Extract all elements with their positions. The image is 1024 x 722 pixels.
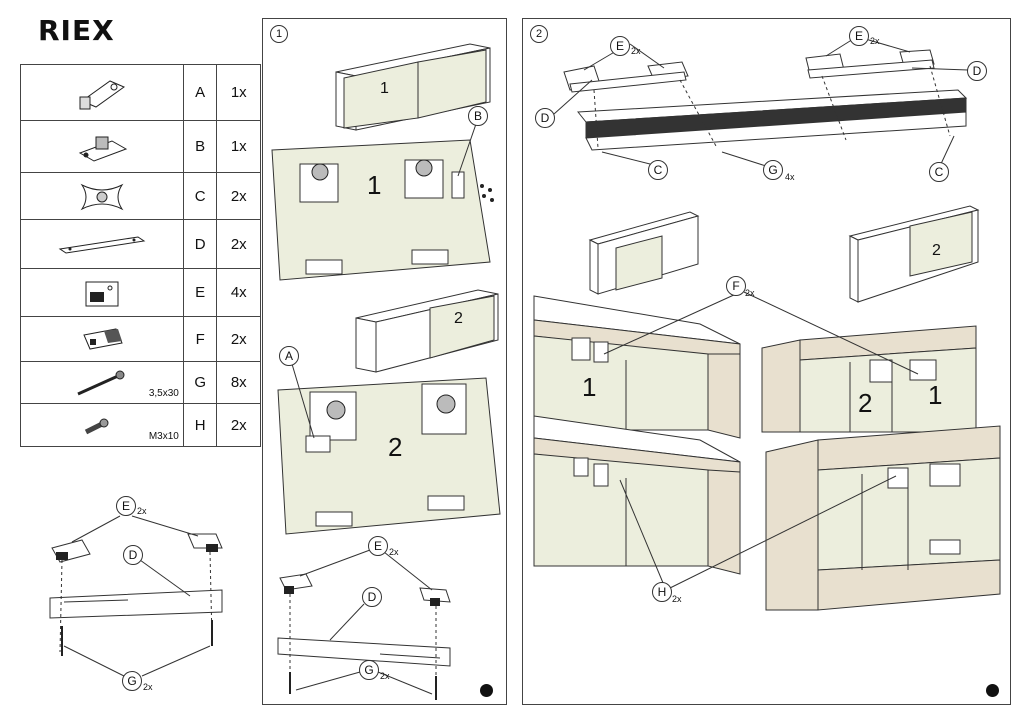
bracket-b-icon <box>20 120 184 173</box>
step2-panel <box>522 18 1011 705</box>
part-qty: 2x <box>216 403 261 447</box>
callout-d: D <box>967 61 987 81</box>
table-row: 3,5x30 G 8x <box>20 361 261 404</box>
table-row: B 1x <box>20 120 261 173</box>
cabinet-2-label: 2 <box>454 310 463 327</box>
step2-number: 2 <box>530 25 548 43</box>
door-1-label: 1 <box>928 380 943 410</box>
callout-e-qty: 2x <box>389 547 399 557</box>
door-1-drawing <box>271 139 494 281</box>
table-row: F 2x <box>20 316 261 362</box>
cabinet-2-label: 2 <box>932 242 941 259</box>
callout-g-qty: 2x <box>380 671 390 681</box>
callout-e: E <box>849 26 869 46</box>
callout-a: A <box>279 346 299 366</box>
screw-g-icon: 3,5x30 <box>20 361 184 404</box>
callout-g: G <box>359 660 379 680</box>
detail-view-top-left <box>533 295 741 439</box>
callout-h: H <box>652 582 672 602</box>
callout-g-qty: 2x <box>143 682 153 692</box>
screw-dimension: 3,5x30 <box>148 388 179 399</box>
cabinet-1-label: 1 <box>380 80 389 97</box>
brand-logo: RIEX <box>38 14 115 47</box>
guide-f-icon <box>20 316 184 362</box>
callout-c: C <box>648 160 668 180</box>
door-2-label: 2 <box>388 432 403 462</box>
cabinet-2-drawing <box>355 289 499 373</box>
part-letter: C <box>182 172 218 220</box>
callout-e-qty: 2x <box>870 36 880 46</box>
door-2-drawing <box>277 377 501 535</box>
cabinet-right <box>848 205 980 303</box>
callout-d: D <box>123 545 143 565</box>
callout-d: D <box>535 108 555 128</box>
callout-e: E <box>610 36 630 56</box>
callout-g: G <box>763 160 783 180</box>
table-row: E 4x <box>20 268 261 317</box>
bracket-a-icon <box>20 64 184 121</box>
detail-view-bottom-left <box>533 415 741 575</box>
screw-h-icon: M3x10 <box>20 403 184 447</box>
cabinet-1-drawing <box>335 43 491 131</box>
door-1-label: 1 <box>367 170 382 200</box>
part-letter: D <box>182 219 218 269</box>
bar-assembly-right <box>277 549 451 700</box>
step1-panel <box>262 18 507 705</box>
wing-clip-c-icon <box>20 172 184 220</box>
callout-e: E <box>368 536 388 556</box>
detail-view-bottom-right <box>765 425 1001 611</box>
callout-b: B <box>468 106 488 126</box>
part-letter: F <box>182 316 218 362</box>
door-2-label: 2 <box>858 388 873 418</box>
top-rail-drawing <box>553 35 969 167</box>
callout-g-qty: 4x <box>785 172 795 182</box>
part-qty: 1x <box>216 120 261 173</box>
callout-d: D <box>362 587 382 607</box>
detail-view-top-right <box>761 325 977 433</box>
part-letter: B <box>182 120 218 173</box>
parts-table: A 1x B 1x C 2x D 2x E 4x F 2x <box>20 64 261 447</box>
part-qty: 4x <box>216 268 261 317</box>
part-letter: G <box>182 361 218 404</box>
page-turn-icon <box>986 684 999 697</box>
page-turn-icon <box>480 684 493 697</box>
stopper-e-icon <box>20 268 184 317</box>
callout-g: G <box>122 671 142 691</box>
bar-assembly-left <box>49 515 223 677</box>
part-letter: E <box>182 268 218 317</box>
part-qty: 1x <box>216 64 261 121</box>
callout-c: C <box>929 162 949 182</box>
callout-e: E <box>116 496 136 516</box>
step1-number: 1 <box>270 25 288 43</box>
callout-e-qty: 2x <box>137 506 147 516</box>
callout-f: F <box>726 276 746 296</box>
door-1-label: 1 <box>582 372 597 402</box>
part-letter: H <box>182 403 218 447</box>
callout-f-qty: 2x <box>745 288 755 298</box>
table-row: D 2x <box>20 219 261 269</box>
bar-d-icon <box>20 219 184 269</box>
screw-dimension: M3x10 <box>148 431 179 442</box>
callout-e-qty: 2x <box>631 46 641 56</box>
table-row: M3x10 H 2x <box>20 403 261 447</box>
table-row: A 1x <box>20 64 261 121</box>
part-qty: 2x <box>216 219 261 269</box>
cabinet-open-left <box>588 211 700 295</box>
callout-h-qty: 2x <box>672 594 682 604</box>
